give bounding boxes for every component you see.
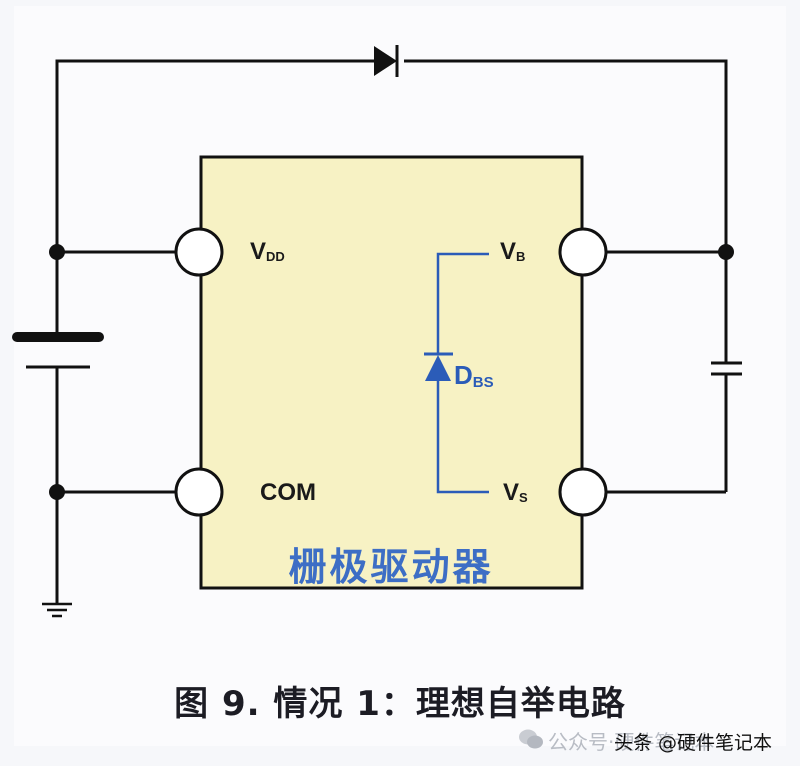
dbs-label-main: D — [454, 360, 473, 390]
junction-dot-vdd — [49, 244, 65, 260]
bootstrap-diode — [374, 45, 399, 77]
internal-wiring — [436, 252, 489, 494]
left-wiring — [55, 250, 176, 603]
gate-driver-chip — [199, 155, 584, 590]
top-wire — [55, 59, 728, 252]
chip-title: 栅极驱动器 — [288, 545, 494, 589]
pin-com — [174, 467, 224, 517]
ground-icon — [42, 602, 72, 618]
pin-vb — [558, 227, 608, 277]
figure-caption: 图 9. 情况 1：理想自举电路 — [174, 684, 626, 724]
pin-label-vs-sub: S — [519, 490, 528, 505]
pin-vs — [558, 467, 608, 517]
watermark-main: 头条 @硬件笔记本 — [614, 732, 773, 754]
dbs-diode — [424, 352, 453, 381]
dbs-label: DBS — [454, 362, 494, 390]
battery — [12, 332, 104, 369]
pin-label-vs-main: V — [503, 479, 520, 506]
wechat-icon — [519, 729, 543, 749]
junction-dot-vb — [718, 244, 734, 260]
pin-label-com: COM — [260, 479, 316, 506]
right-wiring — [606, 250, 728, 494]
pin-label-vdd-sub: DD — [266, 249, 285, 264]
pin-vdd — [174, 227, 224, 277]
pin-label-vb-sub: B — [516, 249, 526, 264]
bootstrap-capacitor — [711, 361, 742, 376]
pin-label-vb-main: V — [500, 238, 517, 265]
pin-label-vdd: VDD — [250, 240, 285, 264]
junction-dot-com — [49, 484, 65, 500]
pin-label-vb: VB — [500, 240, 525, 264]
dbs-label-sub: BS — [472, 374, 494, 391]
pin-label-vs: VS — [503, 481, 528, 505]
watermark-faint: 公众号·硬件笔记本 — [548, 730, 715, 754]
pin-label-vdd-main: V — [250, 238, 267, 265]
